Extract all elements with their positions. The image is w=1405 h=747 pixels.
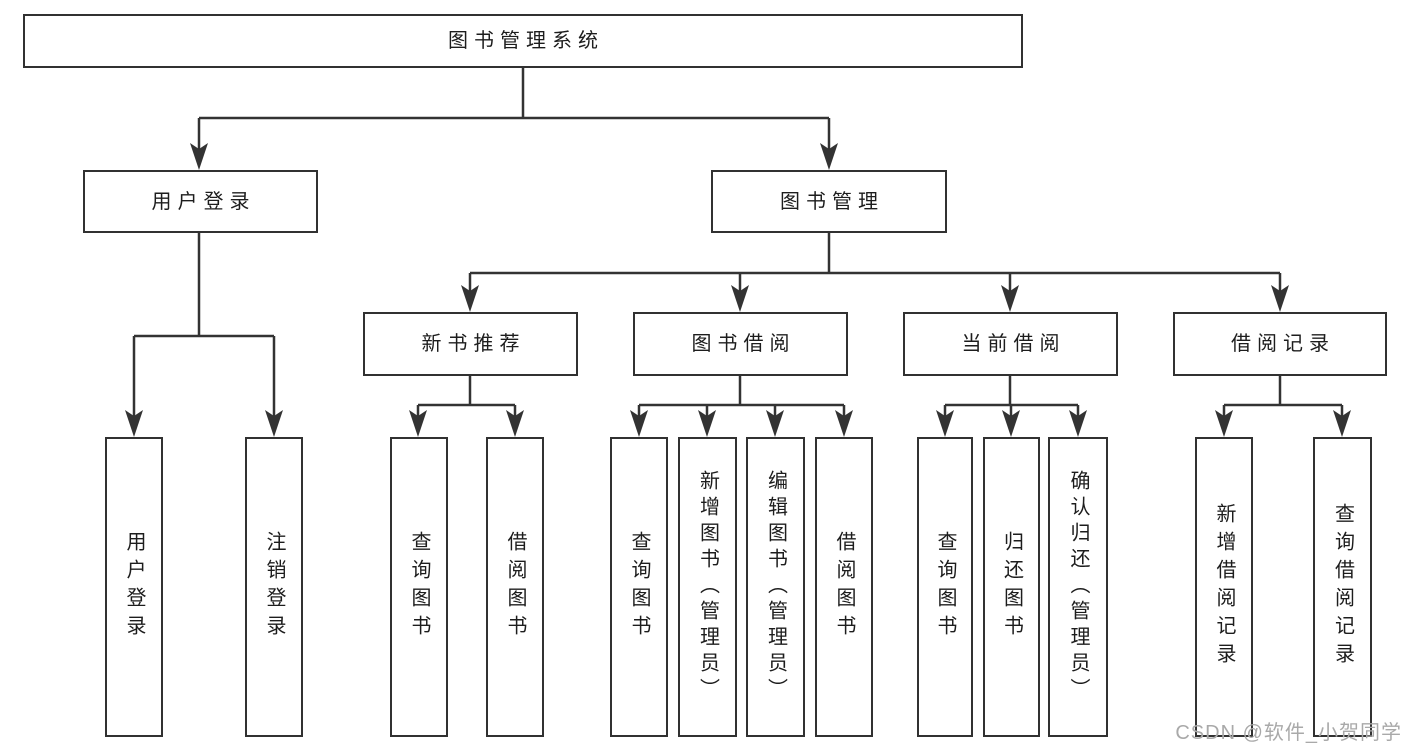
node-current-borrowing-label: 当前借阅 bbox=[961, 333, 1066, 355]
node-leaf-borrow-edit-admin-label: 编辑图书（管理员） bbox=[764, 470, 787, 704]
node-leaf-borrow-borrow: 借阅图书 bbox=[815, 437, 873, 737]
node-borrowing-records-label: 借阅记录 bbox=[1231, 333, 1335, 355]
node-leaf-user-login-label: 用户登录 bbox=[123, 531, 145, 643]
node-leaf-record-query: 查询借阅记录 bbox=[1313, 437, 1372, 737]
node-leaf-newbook-borrow-label: 借阅图书 bbox=[504, 531, 526, 643]
node-current-borrowing: 当前借阅 bbox=[903, 312, 1118, 376]
node-leaf-user-login: 用户登录 bbox=[105, 437, 163, 737]
node-leaf-current-return: 归还图书 bbox=[983, 437, 1040, 737]
node-user-login-branch: 用户登录 bbox=[83, 170, 318, 233]
node-new-book-recommend: 新书推荐 bbox=[363, 312, 578, 376]
node-leaf-record-add-label: 新增借阅记录 bbox=[1213, 503, 1235, 671]
node-leaf-newbook-query-label: 查询图书 bbox=[408, 531, 430, 643]
node-leaf-borrow-add-admin: 新增图书（管理员） bbox=[678, 437, 737, 737]
node-leaf-logout-label: 注销登录 bbox=[263, 531, 285, 643]
node-borrowing-records: 借阅记录 bbox=[1173, 312, 1387, 376]
node-leaf-borrow-query-label: 查询图书 bbox=[628, 531, 650, 643]
node-leaf-current-confirm-admin-label: 确认归还（管理员） bbox=[1067, 470, 1089, 704]
node-leaf-borrow-borrow-label: 借阅图书 bbox=[833, 531, 855, 643]
node-leaf-borrow-add-admin-label: 新增图书（管理员） bbox=[696, 470, 719, 704]
node-root-label: 图书管理系统 bbox=[448, 30, 604, 52]
node-leaf-logout: 注销登录 bbox=[245, 437, 303, 737]
node-book-management-branch: 图书管理 bbox=[711, 170, 947, 233]
node-leaf-record-add: 新增借阅记录 bbox=[1195, 437, 1253, 737]
node-leaf-newbook-query: 查询图书 bbox=[390, 437, 448, 737]
node-book-management-branch-label: 图书管理 bbox=[780, 190, 884, 213]
node-leaf-borrow-query: 查询图书 bbox=[610, 437, 668, 737]
node-leaf-current-return-label: 归还图书 bbox=[1000, 531, 1023, 643]
node-leaf-borrow-edit-admin: 编辑图书（管理员） bbox=[746, 437, 805, 737]
node-new-book-recommend-label: 新书推荐 bbox=[421, 333, 526, 355]
arrowhead-icons bbox=[125, 143, 1351, 437]
node-leaf-current-query: 查询图书 bbox=[917, 437, 973, 737]
node-book-borrowing: 图书借阅 bbox=[633, 312, 848, 376]
node-leaf-record-query-label: 查询借阅记录 bbox=[1331, 503, 1354, 671]
node-leaf-current-query-label: 查询图书 bbox=[934, 531, 956, 643]
node-book-borrowing-label: 图书借阅 bbox=[691, 333, 796, 355]
watermark: CSDN @软件_小贺同学 bbox=[1175, 722, 1402, 744]
node-user-login-branch-label: 用户登录 bbox=[151, 190, 256, 213]
node-root: 图书管理系统 bbox=[23, 14, 1023, 68]
node-leaf-newbook-borrow: 借阅图书 bbox=[486, 437, 544, 737]
node-leaf-current-confirm-admin: 确认归还（管理员） bbox=[1048, 437, 1108, 737]
